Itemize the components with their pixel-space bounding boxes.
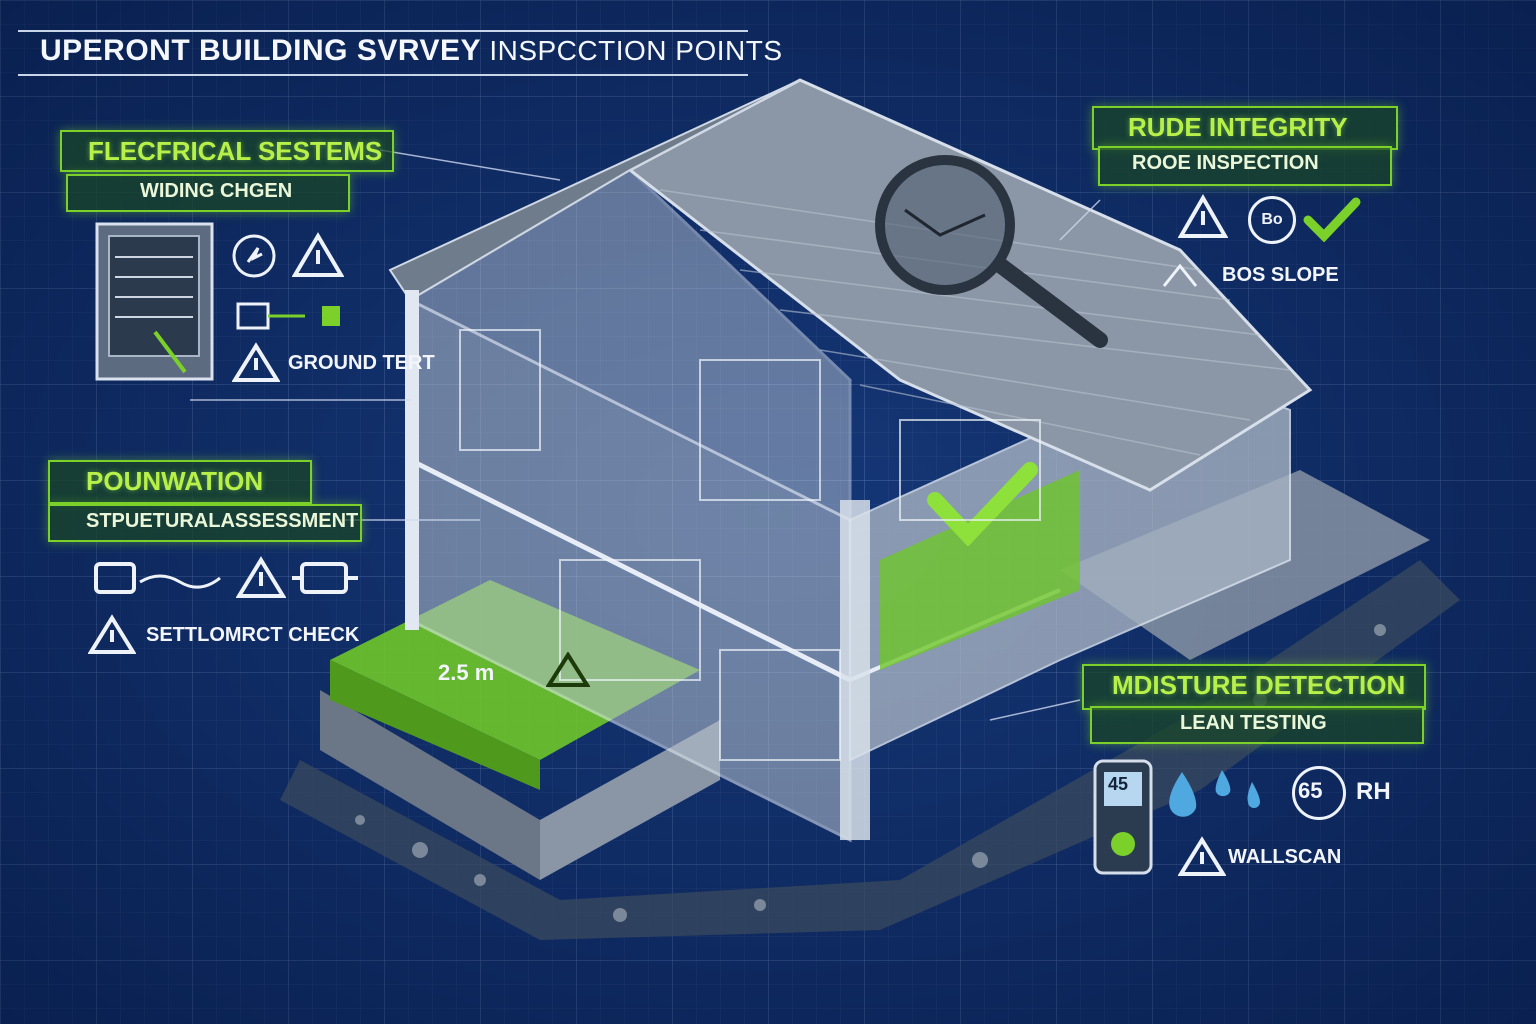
foundation-measure-label: 2.5 m: [438, 660, 495, 685]
electrical-sub-card: [66, 174, 350, 212]
water-drop-icon: [1169, 770, 1260, 817]
foundation-subheading: STPUETURALASSESSMENT: [86, 510, 359, 532]
humidity-gauge-icon: [1292, 766, 1346, 820]
moisture-meter-reading: 45: [1108, 774, 1129, 794]
rh-value: 65: [1298, 778, 1323, 803]
moisture-meter-icon: [1093, 759, 1153, 875]
foundation-sub-card: [48, 504, 362, 542]
electrical-heading: FLECFRICAL SESTEMS: [88, 136, 383, 166]
plug-icon: [236, 302, 340, 330]
foundation-warning-icon: [236, 556, 286, 598]
warning-icon: [292, 232, 344, 277]
settlement-label: SETTLOMRCT CHECK: [146, 624, 360, 646]
crack-gauge-icon: [94, 562, 221, 594]
foundation-header-card: [48, 460, 312, 504]
ground-test-label: GROUND TERT: [288, 352, 435, 374]
foundation-heading: POUNWATION: [86, 466, 264, 496]
roof-heading: RUDE INTEGRITY: [1128, 112, 1348, 142]
moisture-sub-card: [1090, 706, 1424, 744]
electrical-gauge-icon: [232, 234, 276, 278]
magnifier-icon: [875, 155, 1108, 348]
slab-warning-icon: [546, 652, 590, 687]
electrical-panel-icon: [95, 222, 214, 381]
check-icon: [1303, 197, 1361, 242]
roof-badge-icon: Bo: [1248, 196, 1296, 244]
wallscan-label: WALLSCAN: [1228, 846, 1342, 868]
roof-warning-icon: [1178, 194, 1228, 238]
level-sensor-icon: [292, 562, 358, 594]
electrical-header-card: [60, 130, 394, 172]
moisture-heading: MDISTURE DETECTION: [1112, 670, 1406, 700]
title-main: UPERONT BUILDING SVRVEY: [40, 34, 481, 67]
roof-subheading: ROOE INSPECTION: [1132, 152, 1319, 174]
slope-label: BOS SLOPE: [1222, 264, 1339, 286]
page-title: UPERONT BUILDING SVRVEY INSPCCTION POINT…: [40, 34, 783, 68]
roof-sub-card: [1098, 146, 1392, 186]
settlement-warning-icon: [88, 614, 136, 654]
wallscan-warning-icon: [1178, 836, 1226, 876]
title-frame: [18, 30, 748, 76]
title-sub: INSPCCTION POINTS: [489, 35, 783, 66]
rh-unit: RH: [1356, 778, 1391, 805]
moisture-subheading: LEAN TESTING: [1180, 712, 1327, 734]
check-mark-large: [927, 462, 1038, 547]
slope-icon: [1162, 263, 1198, 287]
electrical-subheading: WIDING CHGEN: [140, 180, 293, 202]
ground-warning-icon: [232, 342, 280, 382]
